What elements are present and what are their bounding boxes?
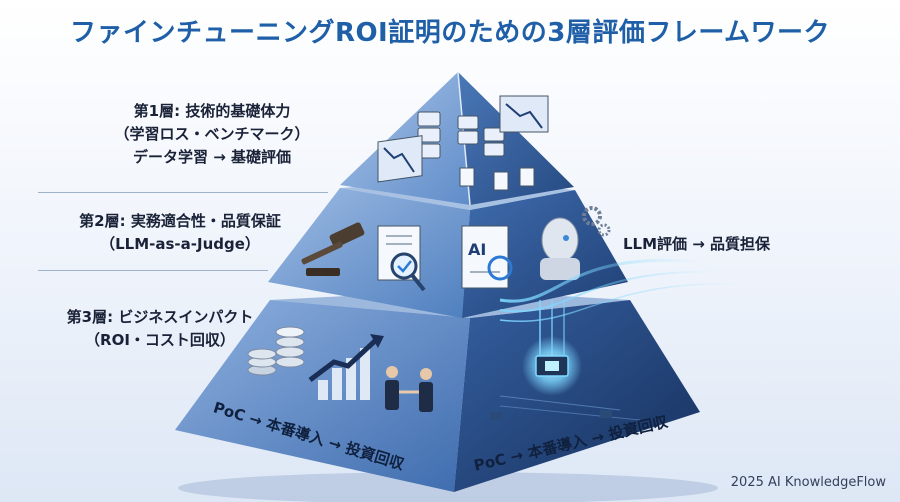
layer-2-sub: （LLM-as-a-Judge） [100,235,260,253]
coin-stack-icon [247,326,305,376]
page-title: ファインチューニングROI証明のための3層評価フレームワーク [69,18,831,48]
layer-3-sub: （ROI・コスト回収） [85,331,235,349]
layer-1-sub: （学習ロス・ベンチマーク） [114,125,310,143]
trend-chart-icon [377,95,549,183]
ai-chip-text: AI [468,240,487,259]
side-label: LLM評価 → 品質担保 [623,235,771,253]
document-icon [459,167,535,191]
divider-1 [38,192,328,193]
bar-growth-icon [308,334,384,400]
ai-document-icon [461,225,513,289]
data-flow-stream [499,259,741,360]
layer-1-flow: データ学習 → 基礎評価 [132,148,291,166]
pyramid-tier-1 [340,71,574,206]
layer-3-label: 第3層: ビジネスインパクト （ROI・コスト回収） [40,306,280,352]
circuit-chip-icon [490,336,641,421]
layer-3-heading: 第3層: ビジネスインパクト [66,308,254,326]
layer-2-label: 第2層: 実務適合性・品質保証 （LLM-as-a-Judge） [60,210,300,256]
layer-2-heading: 第2層: 実務適合性・品質保証 [79,212,281,230]
layer-1-heading: 第1層: 技術的基礎体力 [133,102,291,120]
gavel-icon [301,222,365,276]
robot-head-icon [540,217,580,280]
handshake-icon [385,366,433,412]
divider-2 [38,270,268,271]
gear-icon [582,206,611,237]
layer-1-label: 第1層: 技術的基礎体力 （学習ロス・ベンチマーク） データ学習 → 基礎評価 [92,100,332,169]
checklist-magnifier-icon [377,225,426,292]
footer-credit: 2025 AI KnowledgeFlow [730,475,886,490]
